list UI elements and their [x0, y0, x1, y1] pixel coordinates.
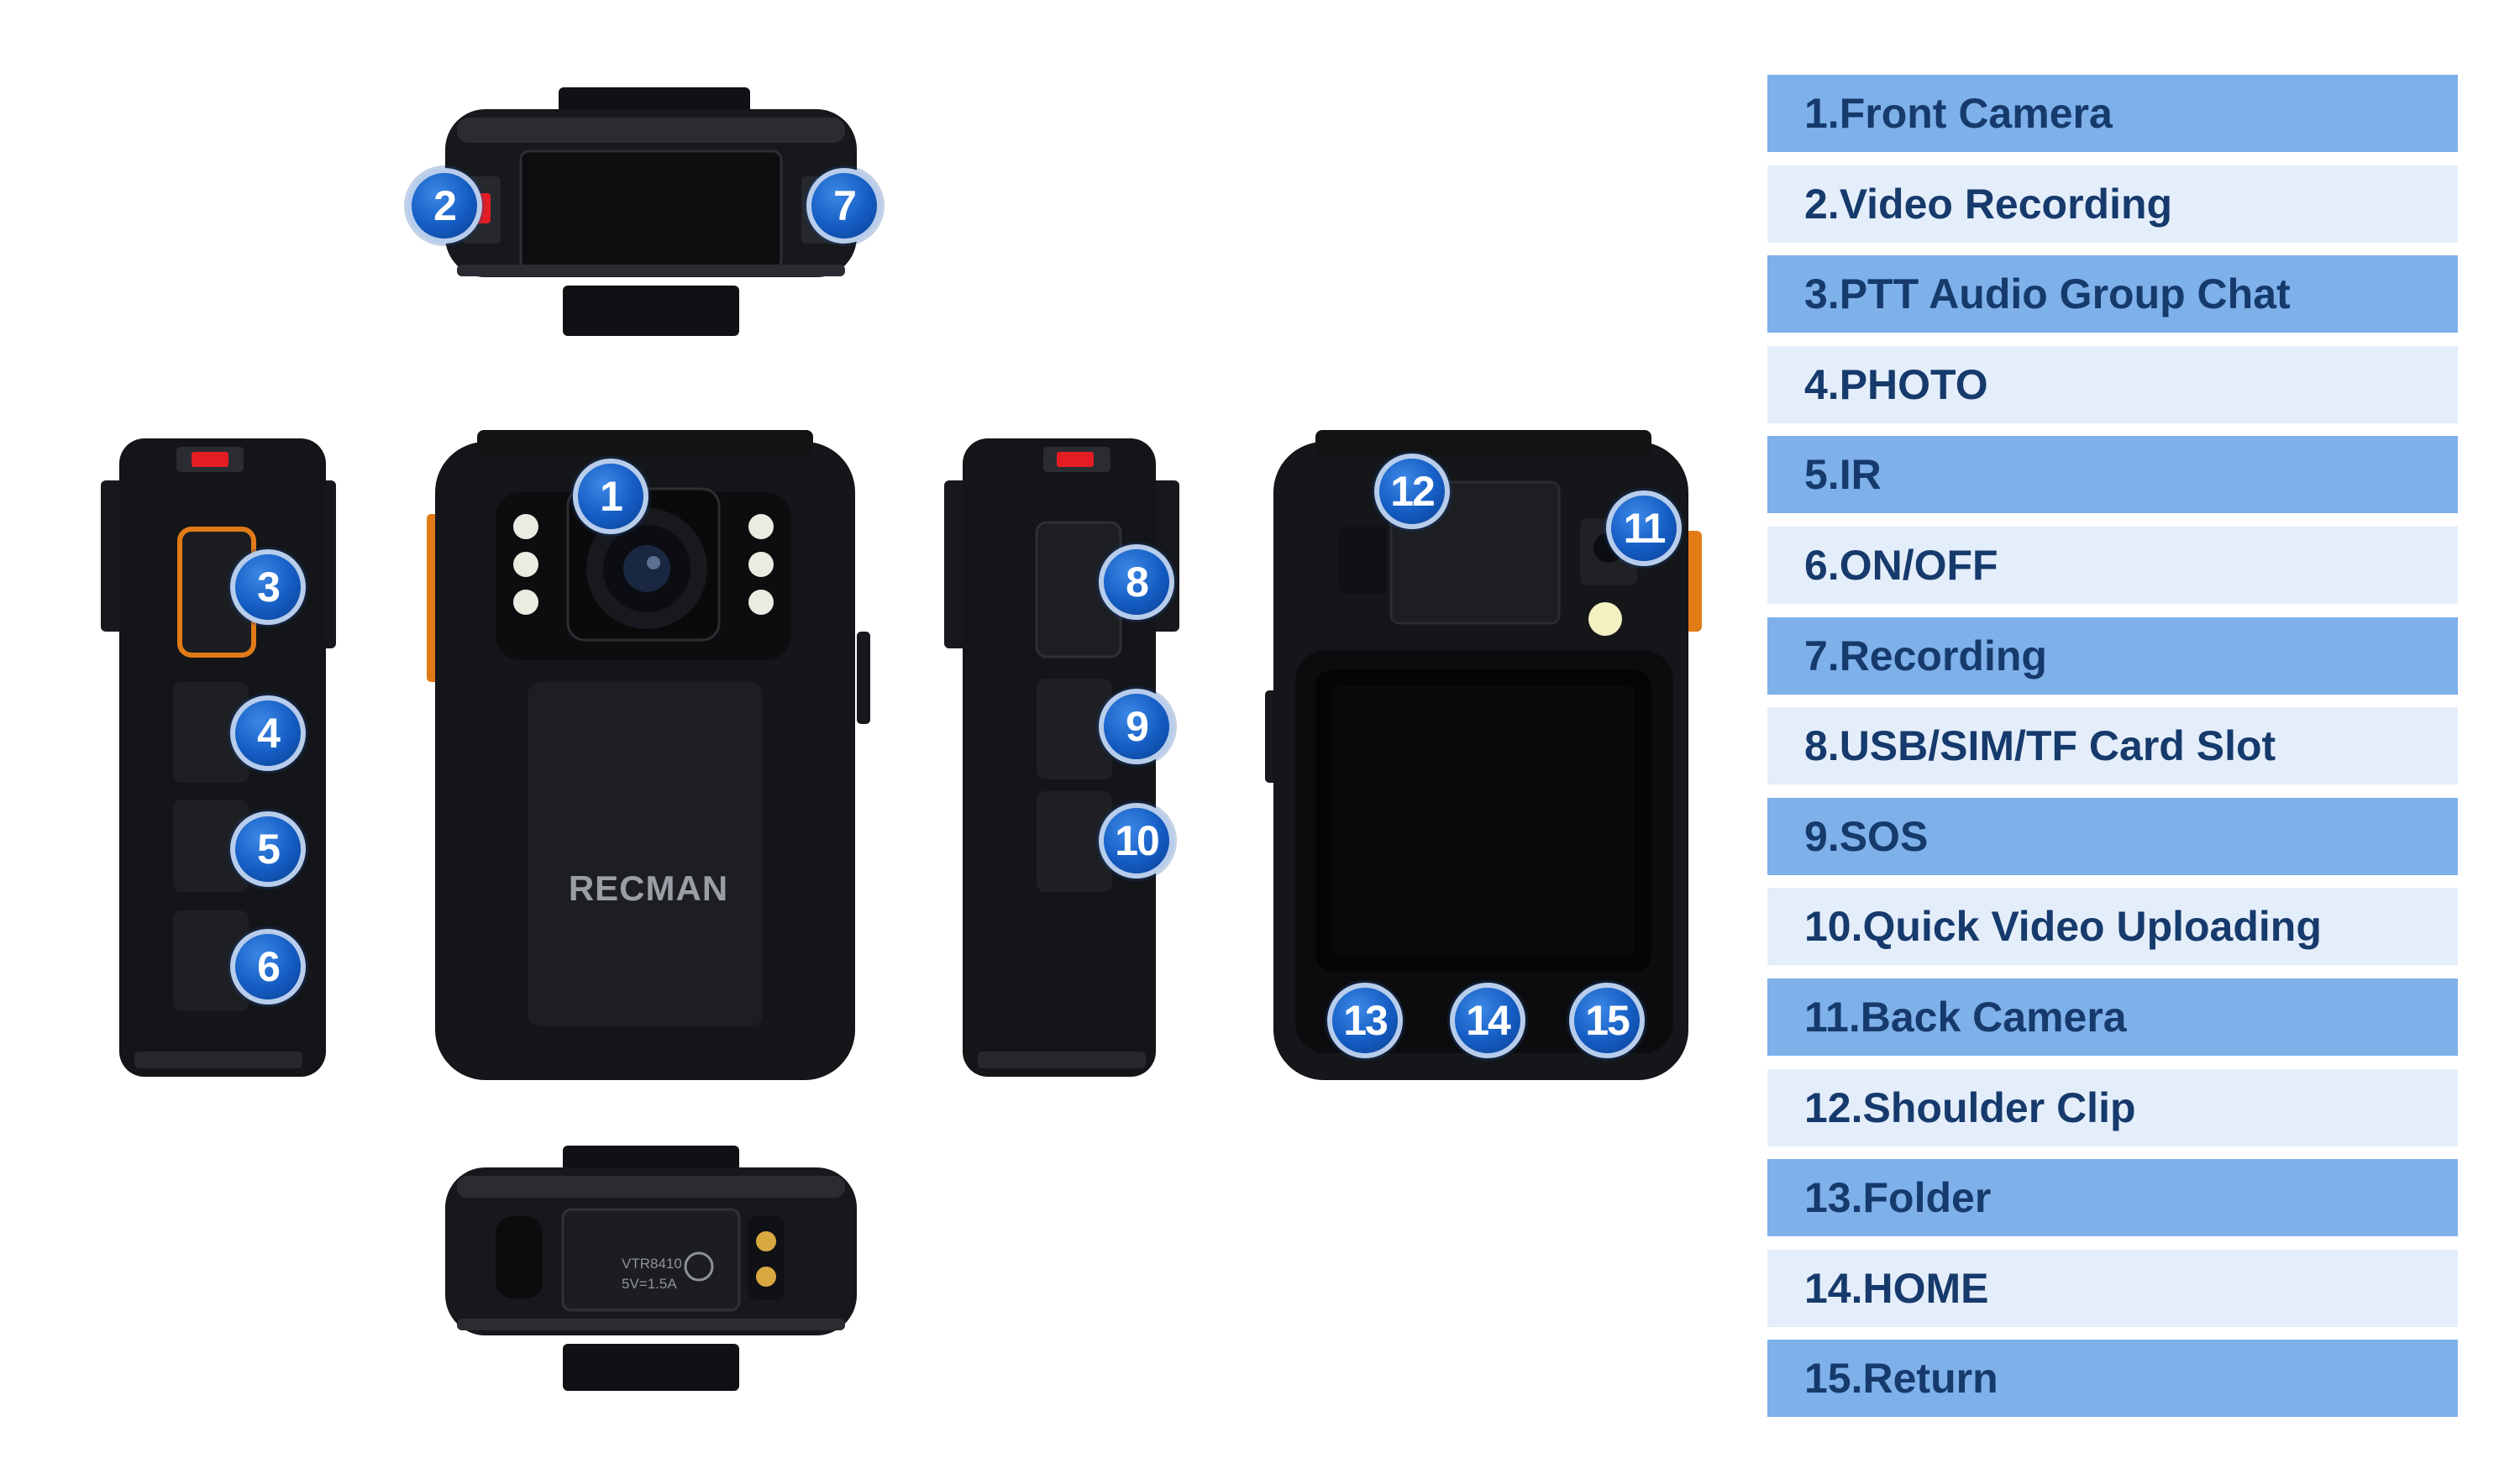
callout-1: 1 [573, 459, 648, 534]
right-side-view-device [944, 438, 1179, 1077]
legend-item-5: 5.IR [1767, 436, 2458, 514]
legend: 1.Front Camera 2.Video Recording 3.PTT A… [1767, 75, 2458, 1430]
legend-item-4: 4.PHOTO [1767, 345, 2458, 423]
callout-5: 5 [230, 811, 306, 887]
callout-13: 13 [1327, 983, 1403, 1058]
legend-item-11: 11.Back Camera [1767, 978, 2458, 1056]
top-view-device [445, 87, 857, 336]
legend-item-12: 12.Shoulder Clip [1767, 1068, 2458, 1146]
callout-15: 15 [1569, 983, 1645, 1058]
callout-4: 4 [230, 695, 306, 771]
callout-10: 10 [1099, 803, 1174, 879]
legend-item-14: 14.HOME [1767, 1249, 2458, 1327]
callout-3: 3 [230, 549, 306, 625]
legend-item-13: 13.Folder [1767, 1159, 2458, 1237]
legend-item-3: 3.PTT Audio Group Chat [1767, 255, 2458, 333]
legend-item-1: 1.Front Camera [1767, 75, 2458, 152]
callout-14: 14 [1450, 983, 1525, 1058]
legend-item-8: 8.USB/SIM/TF Card Slot [1767, 707, 2458, 785]
callout-8: 8 [1099, 544, 1174, 620]
callout-2: 2 [407, 168, 482, 244]
legend-item-9: 9.SOS [1767, 797, 2458, 875]
camera-diagram: RECMAN VTR8410 5V=1.5A 1 2 3 4 5 6 7 8 9… [101, 87, 1702, 1391]
brand-logo-text: RECMAN [568, 868, 729, 908]
model-label: VTR8410 [622, 1256, 682, 1272]
back-view-device [1265, 430, 1702, 1080]
legend-item-10: 10.Quick Video Uploading [1767, 888, 2458, 966]
callout-6: 6 [230, 929, 306, 1005]
legend-item-15: 15.Return [1767, 1340, 2458, 1418]
front-view-device [427, 430, 870, 1080]
callout-12: 12 [1374, 454, 1450, 529]
callout-11: 11 [1606, 490, 1682, 566]
left-side-view-device [101, 438, 336, 1077]
callout-7: 7 [806, 168, 882, 244]
rating-label: 5V=1.5A [622, 1276, 677, 1292]
callout-9: 9 [1099, 689, 1174, 764]
bottom-view-device [445, 1146, 857, 1391]
legend-item-2: 2.Video Recording [1767, 165, 2458, 243]
legend-item-6: 6.ON/OFF [1767, 526, 2458, 604]
legend-item-7: 7.Recording [1767, 616, 2458, 695]
